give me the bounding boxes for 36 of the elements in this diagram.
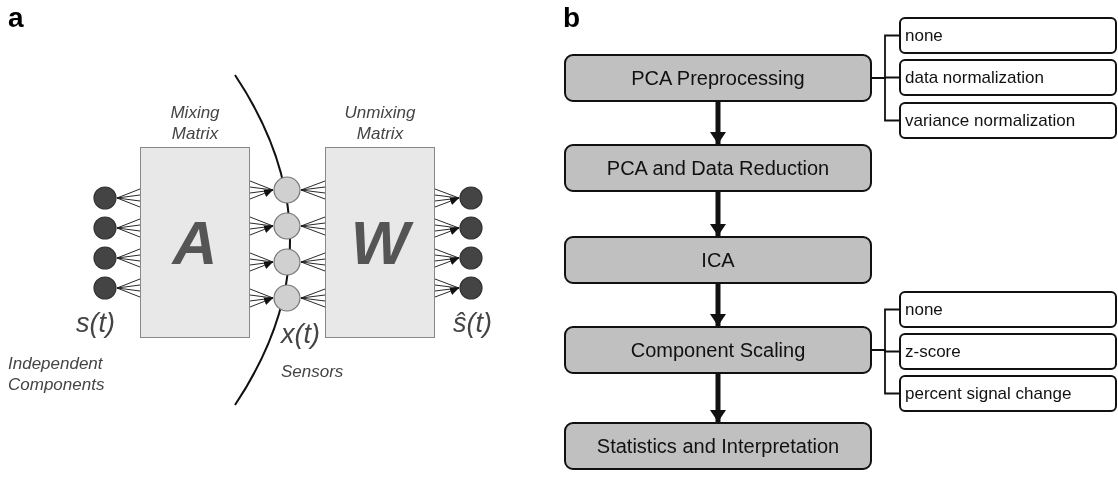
matrix-caption: Unmixing Matrix — [343, 102, 417, 144]
option-box: none — [899, 291, 1117, 328]
arrow — [710, 192, 726, 236]
arrow — [710, 374, 726, 422]
process-box: ICA — [564, 236, 872, 284]
connector-line — [871, 77, 900, 122]
panel-label: b — [563, 2, 581, 34]
process-box: Statistics and Interpretation — [564, 422, 872, 470]
connector-line — [116, 218, 141, 238]
panel-label: a — [8, 2, 24, 34]
connector-line — [871, 349, 900, 395]
connector-line — [116, 248, 141, 268]
matrix-box: W — [325, 147, 435, 338]
option-box: variance normalization — [899, 102, 1117, 139]
option-box: data normalization — [899, 59, 1117, 96]
caption-text: Independent Components — [8, 353, 106, 395]
signal-label: s(t) — [76, 308, 115, 339]
option-box: percent signal change — [899, 375, 1117, 412]
matrix-box: A — [140, 147, 250, 338]
matrix-caption: Mixing Matrix — [169, 102, 221, 144]
connector-line — [116, 188, 141, 208]
connector-line — [116, 278, 141, 298]
option-box: z-score — [899, 333, 1117, 370]
connector-line — [300, 180, 326, 200]
process-box: PCA Preprocessing — [564, 54, 872, 102]
arrow — [710, 102, 726, 144]
option-box: none — [899, 17, 1117, 54]
process-box: Component Scaling — [564, 326, 872, 374]
process-box: PCA and Data Reduction — [564, 144, 872, 192]
connector-line — [300, 216, 326, 236]
connector-line — [300, 252, 326, 272]
arrow — [710, 284, 726, 326]
signal-label: ŝ(t) — [453, 308, 492, 339]
signal-label: x(t) — [281, 319, 320, 350]
connector-line — [300, 288, 326, 308]
caption-text: Sensors — [281, 362, 344, 382]
